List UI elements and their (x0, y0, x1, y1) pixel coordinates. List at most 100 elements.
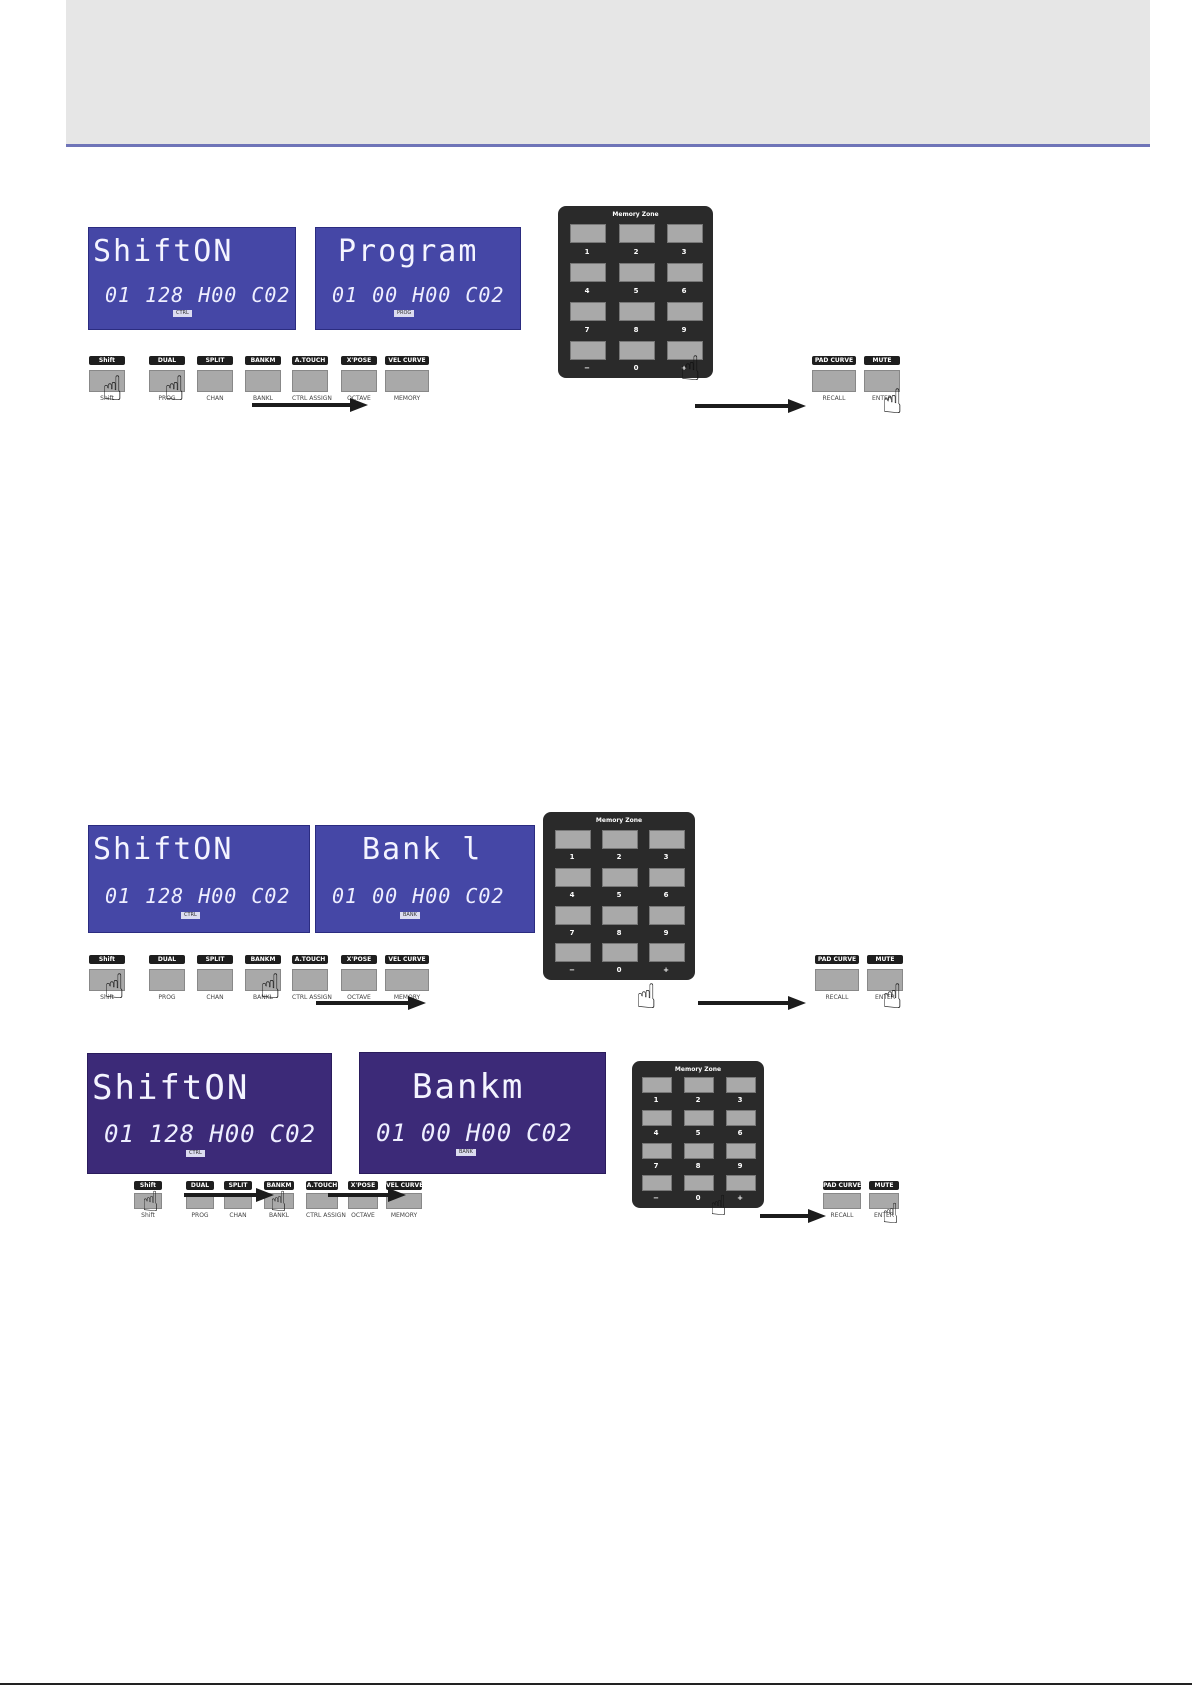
keypad-label: 8 (616, 929, 622, 937)
keypad-key-1[interactable] (642, 1077, 672, 1093)
keypad-label: + (663, 966, 669, 974)
keypad-key-minus[interactable] (555, 943, 591, 962)
lcd-title: ShiftON (92, 1068, 250, 1108)
pointing-hand-icon: ☝ (882, 1197, 900, 1230)
keypad-key-3[interactable] (667, 224, 703, 243)
keypad-label: 1 (653, 1096, 659, 1104)
lcd-title: Bankm (412, 1067, 525, 1107)
keypad-key-7[interactable] (642, 1143, 672, 1159)
keypad-label: − (569, 966, 575, 974)
footer-rule (0, 1683, 1192, 1685)
keypad-key-minus[interactable] (570, 341, 606, 360)
keypad-key-6[interactable] (667, 263, 703, 282)
keypad-key-3[interactable] (726, 1077, 756, 1093)
arrow-right-icon (184, 1188, 274, 1202)
keypad-key-4[interactable] (570, 263, 606, 282)
keypad-key-5[interactable] (619, 263, 655, 282)
keypad-key-4[interactable] (555, 868, 591, 887)
keypad-label: 2 (616, 853, 622, 861)
keypad-key-1[interactable] (555, 830, 591, 849)
keypad-title: Memory Zone (674, 1066, 722, 1073)
keypad-key-6[interactable] (649, 868, 685, 887)
keypad-label: 5 (616, 891, 622, 899)
keypad-title: Memory Zone (595, 817, 643, 824)
keypad-key-9[interactable] (726, 1143, 756, 1159)
keypad-label: + (737, 1194, 743, 1202)
keypad-key-3[interactable] (649, 830, 685, 849)
keypad-key-0[interactable] (602, 943, 638, 962)
keypad-label: − (653, 1194, 659, 1202)
keypad-key-0[interactable] (619, 341, 655, 360)
keypad-label: 4 (569, 891, 575, 899)
keypad-label: 9 (663, 929, 669, 937)
keypad-key-8[interactable] (684, 1143, 714, 1159)
keypad-label: 3 (737, 1096, 743, 1104)
lcd-badge: BANK (456, 1149, 476, 1156)
keypad-key-5[interactable] (684, 1110, 714, 1126)
arrow-right-icon (698, 996, 806, 1010)
keypad-key-5[interactable] (602, 868, 638, 887)
keypad-key-minus[interactable] (642, 1175, 672, 1191)
keypad-key-8[interactable] (619, 302, 655, 321)
pointing-hand-icon: ☝ (680, 349, 701, 389)
pointing-hand-icon: ☝ (102, 369, 123, 409)
keypad-key-2[interactable] (684, 1077, 714, 1093)
keypad-key-plus[interactable] (726, 1175, 756, 1191)
keypad-key-0[interactable] (684, 1175, 714, 1191)
keypad-key-9[interactable] (667, 302, 703, 321)
keypad-label: + (681, 364, 687, 372)
keypad-key-9[interactable] (649, 906, 685, 925)
keypad-key-6[interactable] (726, 1110, 756, 1126)
keypad-label: 4 (584, 287, 590, 295)
keypad-key-2[interactable] (602, 830, 638, 849)
keypad-label: 0 (633, 364, 639, 372)
keypad-key-8[interactable] (602, 906, 638, 925)
lcd-badge: CTRL (186, 1150, 205, 1157)
keypad-label: 9 (737, 1162, 743, 1170)
lcd-title: Bank l (362, 832, 483, 867)
keypad-key-plus[interactable] (667, 341, 703, 360)
keypad-key-plus[interactable] (649, 943, 685, 962)
keypad-label: 2 (633, 248, 639, 256)
keypad-key-7[interactable] (570, 302, 606, 321)
keypad-key-7[interactable] (555, 906, 591, 925)
keypad-key-2[interactable] (619, 224, 655, 243)
keypad-label: 0 (695, 1194, 701, 1202)
keypad-key-4[interactable] (642, 1110, 672, 1126)
pointing-hand-icon: ☝ (636, 977, 657, 1017)
keypad-key-1[interactable] (570, 224, 606, 243)
lcd-title: Program (338, 234, 479, 269)
keypad-label: 0 (616, 966, 622, 974)
arrow-right-icon (328, 1188, 406, 1202)
